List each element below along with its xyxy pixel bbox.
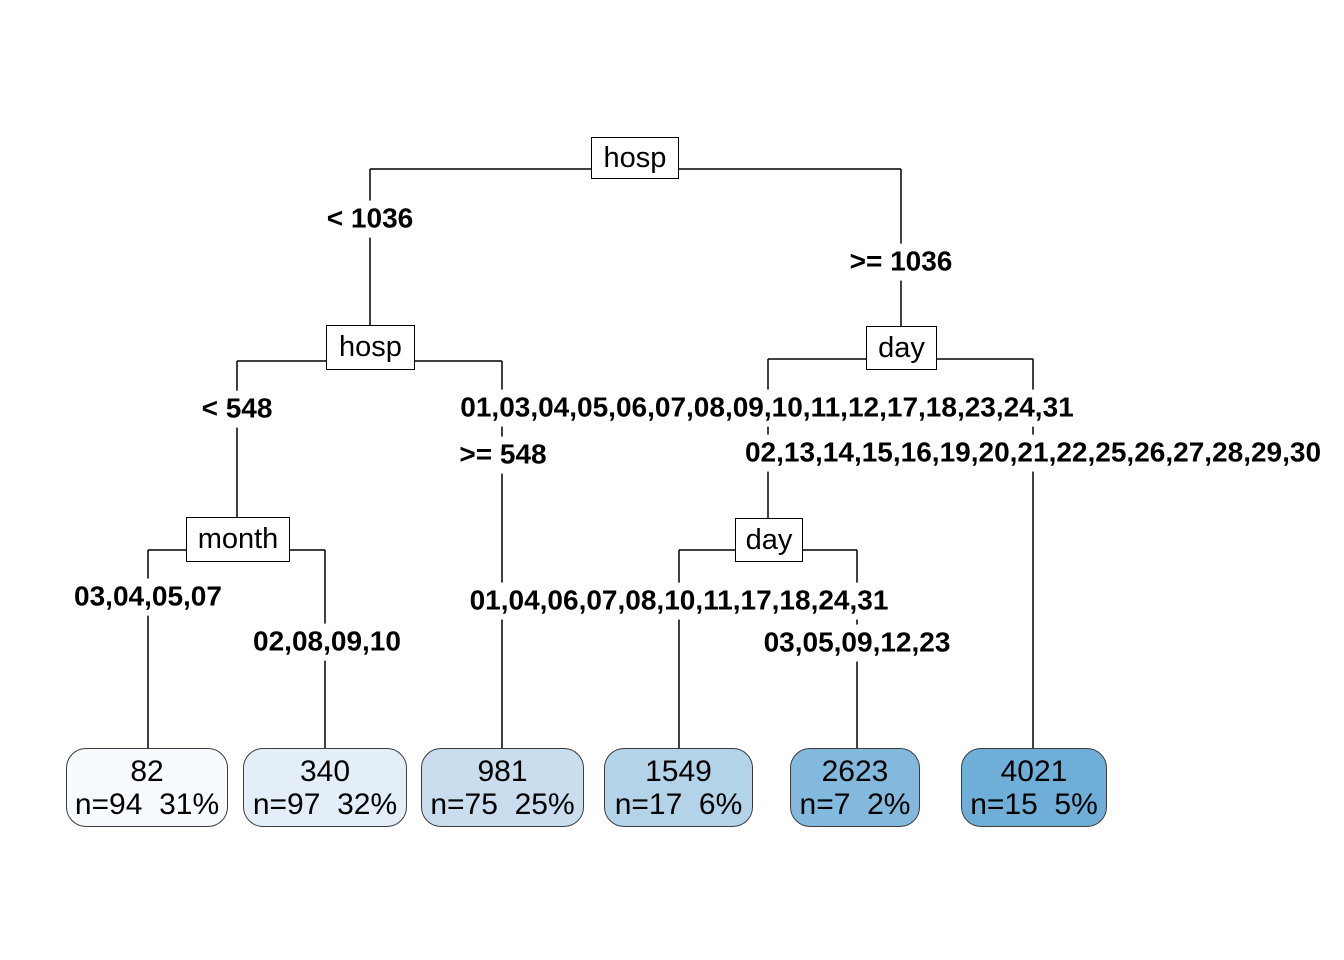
split-label-root-right: >= 1036 (845, 243, 957, 281)
leaf-value: 981 (477, 754, 528, 788)
tree-node-day-1: day (866, 326, 937, 370)
leaf-stats: n=15 5% (970, 787, 1098, 821)
leaf-node-4: 1549 n=17 6% (604, 748, 753, 827)
tree-node-hosp-2: hosp (326, 325, 415, 370)
leaf-node-5: 2623 n=7 2% (790, 748, 920, 827)
leaf-node-1: 82 n=94 31% (66, 748, 228, 827)
tree-node-root-hosp: hosp (591, 137, 679, 179)
split-label-root-left: < 1036 (322, 200, 418, 238)
split-label-month-left: 03,04,05,07 (70, 578, 226, 616)
leaf-stats: n=17 6% (614, 787, 743, 821)
leaf-value: 82 (130, 754, 164, 788)
split-label-hosp2-right: >= 548 (455, 436, 551, 474)
leaf-value: 2623 (821, 754, 889, 788)
leaf-node-6: 4021 n=15 5% (961, 748, 1107, 827)
leaf-value: 1549 (645, 754, 712, 788)
leaf-value: 340 (299, 754, 351, 788)
split-label-day2-left: 01,04,06,07,08,10,11,17,18,24,31 (465, 582, 893, 620)
leaf-stats: n=7 2% (799, 787, 911, 821)
leaf-stats: n=94 31% (74, 787, 220, 821)
tree-node-day-2: day (735, 518, 803, 562)
split-label-day2-right: 03,05,09,12,23 (759, 624, 955, 662)
leaf-value: 4021 (1000, 754, 1068, 788)
split-label-day1-left: 01,03,04,05,06,07,08,09,10,11,12,17,18,2… (456, 389, 1078, 427)
split-label-day1-right: 02,13,14,15,16,19,20,21,22,25,26,27,28,2… (740, 434, 1326, 472)
leaf-stats: n=97 32% (252, 787, 398, 821)
leaf-node-3: 981 n=75 25% (421, 748, 584, 827)
split-label-month-right: 02,08,09,10 (249, 623, 405, 661)
split-label-hosp2-left: < 548 (197, 390, 277, 428)
tree-node-month: month (186, 517, 290, 562)
leaf-stats: n=75 25% (430, 787, 575, 821)
leaf-node-2: 340 n=97 32% (243, 748, 407, 827)
